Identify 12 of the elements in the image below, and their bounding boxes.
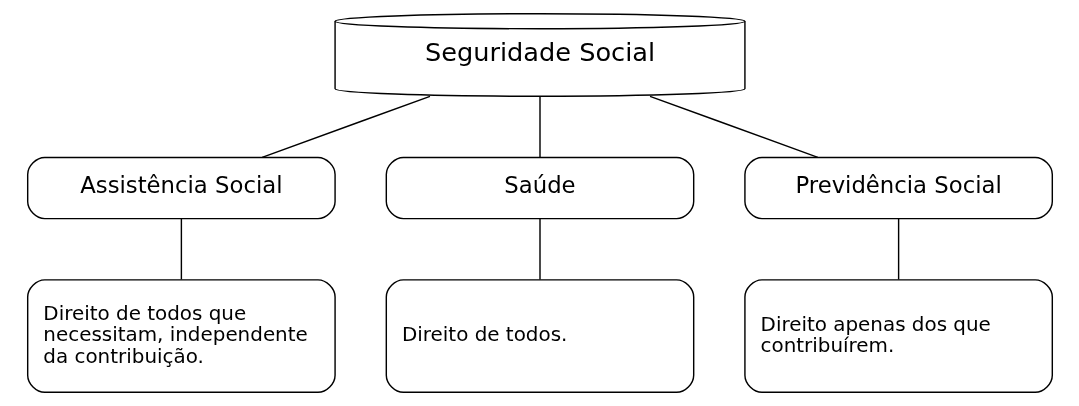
connector <box>538 96 541 159</box>
node-box: Saúde <box>385 156 694 220</box>
connector <box>538 218 541 281</box>
node-box: Previdência Social <box>743 156 1053 220</box>
connector <box>180 218 182 281</box>
node-box: Direito de todos. <box>385 279 694 393</box>
node-box: Direito apenas dos que contribuírem. <box>743 279 1053 393</box>
connector <box>648 95 819 158</box>
connector <box>897 218 899 281</box>
connector <box>260 95 431 158</box>
node-box: Assistência Social <box>26 156 336 220</box>
node-box: Direito de todos que necessitam, independente da contribuição. <box>26 279 336 393</box>
